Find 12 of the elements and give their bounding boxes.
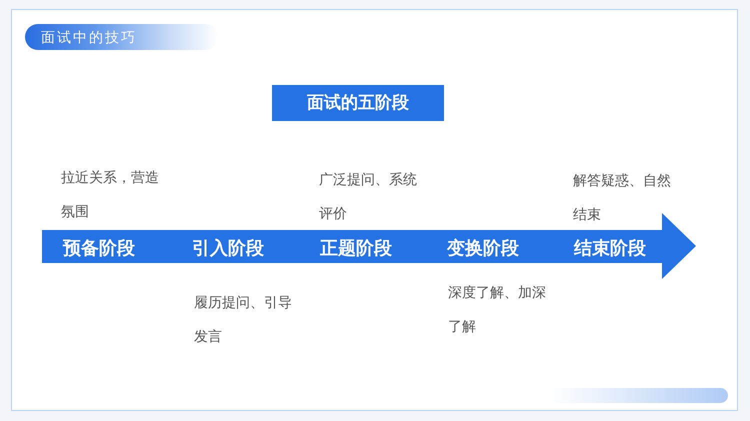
stage-label: 正题阶段 <box>320 237 392 259</box>
heading-box: 面试的五阶段 <box>272 85 444 121</box>
stage-label: 预备阶段 <box>63 237 135 259</box>
stage-description: 深度了解、加深了解 <box>448 283 547 336</box>
title-banner: 面试中的技巧 <box>25 24 218 50</box>
stage-label: 变换阶段 <box>447 237 519 259</box>
stage-description: 履历提问、引导发言 <box>194 293 293 346</box>
stage-description: 拉近关系，营造氛围 <box>61 168 160 221</box>
stage-description: 广泛提问、系统评价 <box>319 170 418 223</box>
stage-label: 引入阶段 <box>192 237 264 259</box>
stage-description: 解答疑惑、自然结束 <box>573 171 672 224</box>
stage-label: 结束阶段 <box>574 237 646 259</box>
